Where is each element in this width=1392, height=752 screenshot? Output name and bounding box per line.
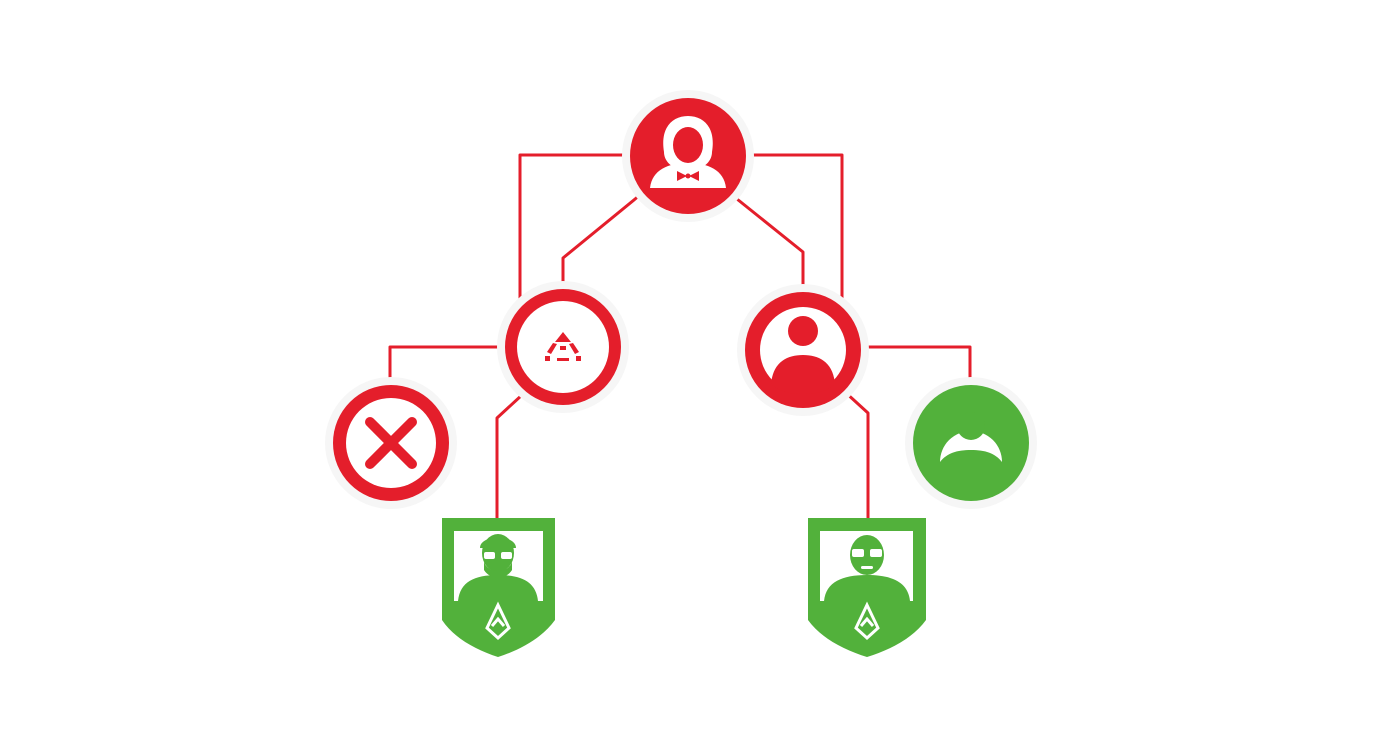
shield-emblem-icon xyxy=(854,601,880,641)
node-left-middle[interactable] xyxy=(505,289,621,405)
node-approved[interactable] xyxy=(913,385,1029,501)
user-avatar-icon xyxy=(939,412,1002,462)
node-root[interactable] xyxy=(630,98,746,214)
connector-root-to-right-middle-inner xyxy=(730,193,805,296)
connector-root-to-left-middle-outer xyxy=(518,153,632,302)
connectors xyxy=(388,153,972,520)
connector-right-middle-to-approved xyxy=(860,345,972,387)
shield-emblem-icon xyxy=(485,601,511,641)
x-mark-icon xyxy=(365,417,417,469)
hierarchy-glyph-icon xyxy=(545,332,581,361)
bearded-person-glasses-icon xyxy=(458,534,538,601)
connector-right-middle-to-right-shield xyxy=(843,390,870,520)
connector-root-to-right-middle-outer xyxy=(746,153,844,307)
connector-left-middle-to-left-shield xyxy=(495,393,524,520)
person-glasses-icon xyxy=(824,535,910,601)
node-right-shield[interactable] xyxy=(808,518,926,657)
node-left-shield[interactable] xyxy=(442,518,555,657)
connector-left-middle-to-rejected xyxy=(388,345,508,387)
user-avatar-icon xyxy=(771,316,835,394)
connector-root-to-left-middle-inner xyxy=(561,193,642,292)
node-right-middle[interactable] xyxy=(745,292,861,408)
node-rejected[interactable] xyxy=(333,385,449,501)
manager-bowtie-icon xyxy=(650,116,726,188)
